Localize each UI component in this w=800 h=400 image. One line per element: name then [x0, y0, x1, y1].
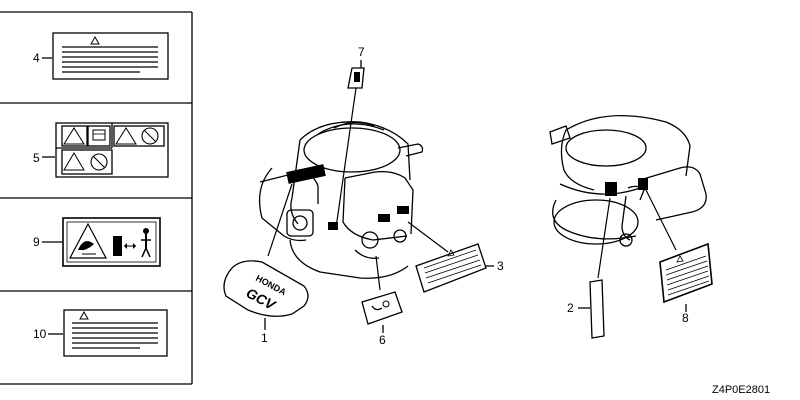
- callout-2: 2: [567, 301, 574, 315]
- callout-6: 6: [379, 333, 386, 347]
- engine-rear-view: [549, 115, 707, 247]
- callout-7: 7: [358, 45, 365, 59]
- decal-item-7: 7: [335, 45, 365, 229]
- callout-10: 10: [33, 327, 47, 341]
- warning-triangle-icon: [63, 127, 85, 145]
- warning-triangle-icon: [90, 35, 100, 45]
- label-item-4: 4: [33, 32, 169, 80]
- warning-triangle-icon: [79, 310, 89, 320]
- decal-item-8: 8: [645, 189, 713, 325]
- callout-8: 8: [682, 311, 689, 325]
- engine-front-view: [258, 121, 424, 279]
- hand-hazard-icon: [69, 222, 107, 259]
- decal-item-2: 2: [567, 197, 611, 339]
- fuel-can-icon: [92, 129, 106, 141]
- decal-item-3: 3: [407, 221, 504, 293]
- callout-5: 5: [33, 151, 40, 165]
- decal-item-1: HONDA GCV 1: [223, 183, 309, 345]
- prohibition-icon: [141, 127, 159, 145]
- callout-9: 9: [33, 235, 40, 249]
- prohibition-icon: [90, 153, 108, 171]
- drawing-code: Z4P0E2801: [712, 384, 770, 396]
- label-item-9: 9: [33, 217, 161, 267]
- callout-3: 3: [497, 259, 504, 273]
- label-panel: [0, 11, 193, 385]
- warning-triangle-icon: [63, 152, 85, 171]
- label-item-10: 10: [33, 309, 168, 357]
- callout-1: 1: [261, 331, 268, 345]
- callout-4: 4: [33, 51, 40, 65]
- label-item-5: 5: [33, 122, 169, 178]
- person-distance-icon: [113, 228, 151, 258]
- decal-item-6: 6: [361, 255, 403, 347]
- warning-triangle-icon: [115, 127, 137, 145]
